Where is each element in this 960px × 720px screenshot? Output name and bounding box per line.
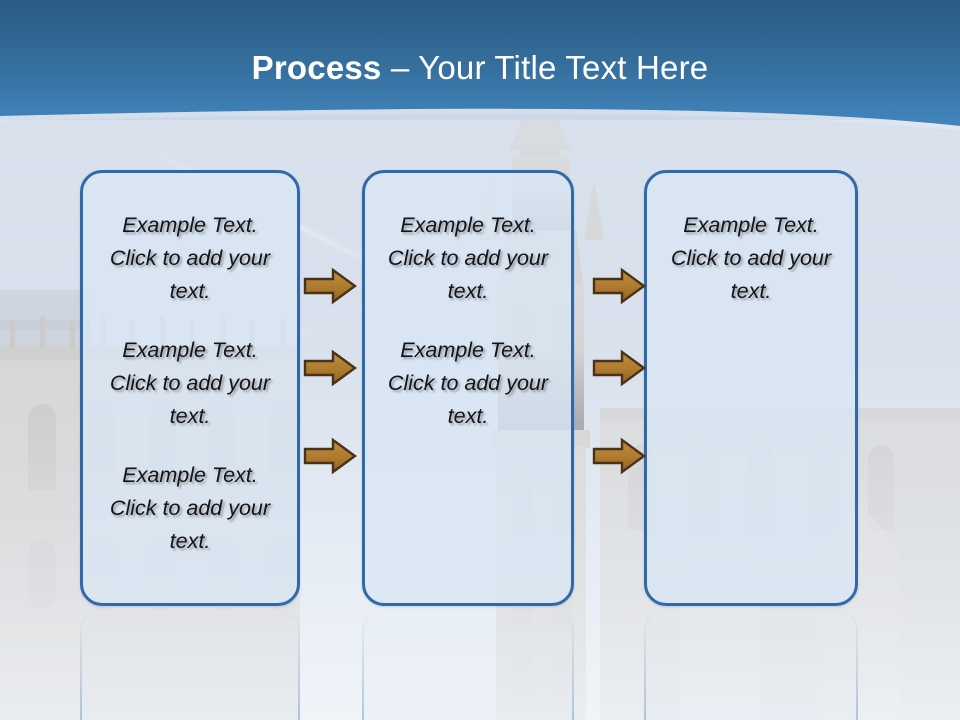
right-block-arrow-icon[interactable] [592, 267, 646, 305]
process-box-3[interactable]: Example Text. Click to add your text. [644, 170, 858, 606]
right-block-arrow-icon[interactable] [303, 349, 357, 387]
right-block-arrow-icon[interactable] [303, 267, 357, 305]
process-text-1-3[interactable]: Example Text. Click to add your text. [109, 463, 271, 553]
page-title: Process – Your Title Text Here [0, 48, 960, 88]
process-text-2-2[interactable]: Example Text. Click to add your text. [387, 338, 549, 428]
page-title-strong: Process [251, 49, 382, 86]
process-text-2-1[interactable]: Example Text. Click to add your text. [387, 213, 549, 303]
right-block-arrow-icon[interactable] [303, 437, 357, 475]
process-box-2[interactable]: Example Text. Click to add your text. Ex… [362, 170, 574, 606]
process-text-1-2[interactable]: Example Text. Click to add your text. [109, 338, 271, 428]
right-block-arrow-icon[interactable] [592, 437, 646, 475]
page-title-rest: – Your Title Text Here [381, 49, 709, 86]
process-box-1[interactable]: Example Text. Click to add your text. Ex… [80, 170, 300, 606]
process-text-3-1[interactable]: Example Text. Click to add your text. [670, 213, 832, 303]
right-block-arrow-icon[interactable] [592, 349, 646, 387]
process-text-1-1[interactable]: Example Text. Click to add your text. [109, 213, 271, 303]
